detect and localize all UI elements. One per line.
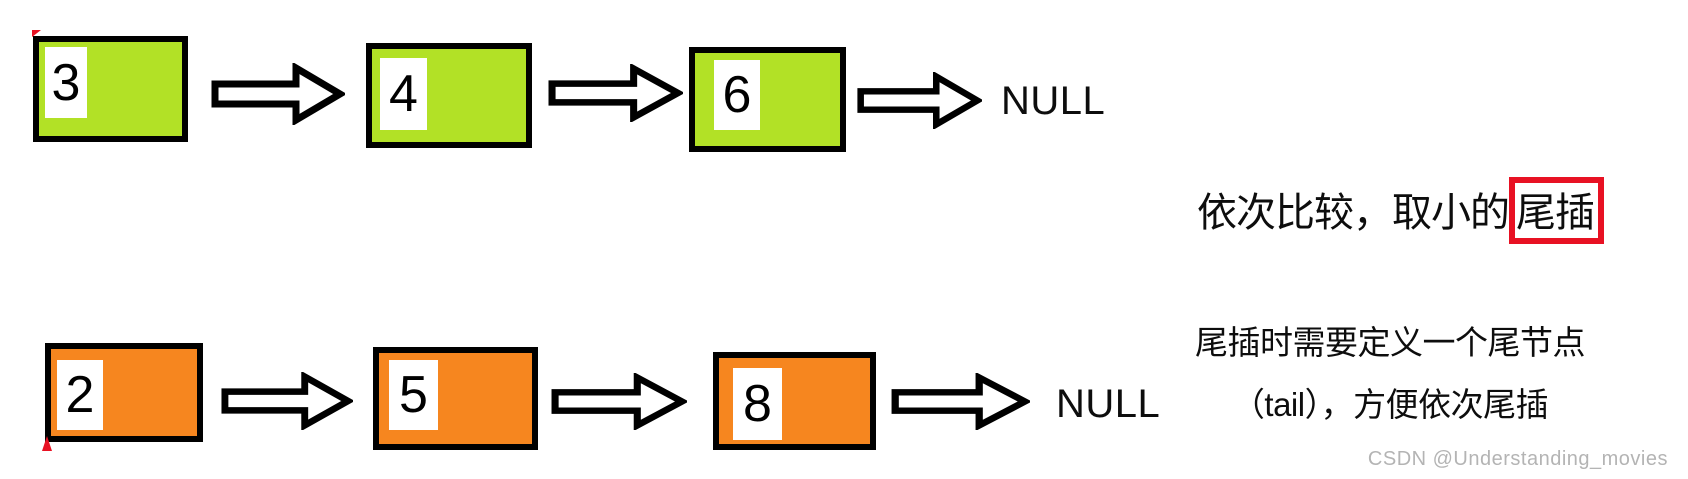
right-arrow-icon xyxy=(857,72,982,129)
orange-node-1: 2 xyxy=(45,343,203,442)
green-node-2-value: 4 xyxy=(380,58,427,130)
right-arrow-icon xyxy=(551,373,687,430)
csdn-watermark: CSDN @Understanding_movies xyxy=(1367,448,1668,470)
annotation-compare: 依次比较，取小的尾插 xyxy=(1197,177,1604,244)
orange-node-3-value: 8 xyxy=(733,368,782,440)
red-mark-icon xyxy=(32,30,41,37)
right-arrow-icon xyxy=(221,372,353,430)
green-node-1-value: 3 xyxy=(45,47,87,118)
right-arrow-icon xyxy=(891,373,1030,430)
orange-node-2-value: 5 xyxy=(389,360,438,430)
annotation-compare-text: 依次比较，取小的 xyxy=(1197,191,1510,235)
green-node-2: 4 xyxy=(366,43,532,148)
green-list-null-label: NULL xyxy=(1001,79,1106,123)
right-arrow-icon xyxy=(548,64,683,122)
green-node-1: 3 xyxy=(33,36,188,142)
annotation-tail-note-line1: 尾插时需要定义一个尾节点 xyxy=(1195,324,1586,361)
red-mark-icon xyxy=(42,436,52,451)
tail-insert-highlight-box: 尾插 xyxy=(1509,177,1604,244)
orange-list-null-label: NULL xyxy=(1056,382,1161,426)
green-node-3-value: 6 xyxy=(714,60,760,130)
orange-node-1-value: 2 xyxy=(57,360,103,430)
right-arrow-icon xyxy=(211,63,345,125)
orange-node-2: 5 xyxy=(373,347,538,450)
orange-node-3: 8 xyxy=(713,352,876,450)
green-node-3: 6 xyxy=(689,47,846,152)
annotation-tail-note: 尾插时需要定义一个尾节点 （tail），方便依次尾插 xyxy=(1130,312,1650,436)
annotation-tail-note-line2: （tail），方便依次尾插 xyxy=(1231,386,1549,423)
